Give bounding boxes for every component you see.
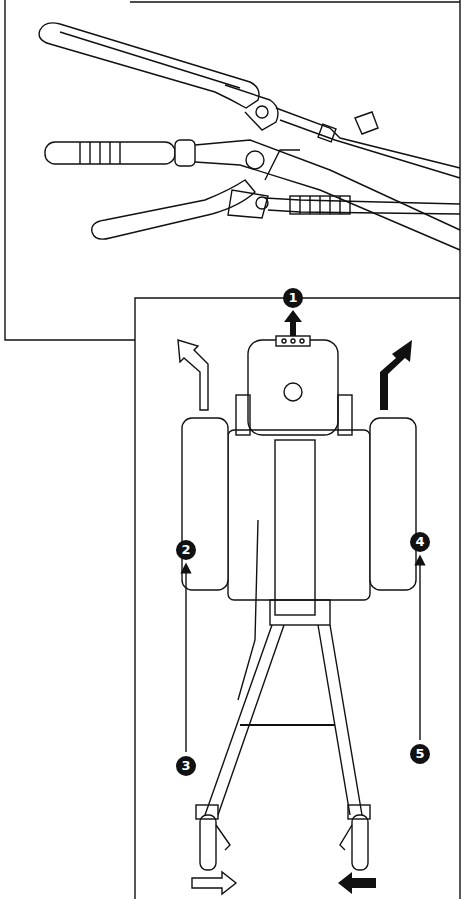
forward-arrow — [284, 310, 302, 336]
leader-arrow — [419, 560, 420, 740]
panel-frame — [130, 1, 460, 2]
push-arrow — [192, 872, 236, 894]
turn-right-arrow — [380, 340, 412, 410]
callout-number: 5 — [410, 744, 430, 764]
turn-left-arrow — [178, 340, 208, 410]
panel-frame — [134, 340, 135, 899]
panel-frame — [459, 0, 460, 899]
tractor-top-view — [182, 336, 416, 870]
callout-number: 4 — [410, 532, 430, 552]
handlebar — [39, 23, 460, 250]
pull-arrow — [338, 872, 376, 894]
callout-number: 3 — [176, 756, 196, 776]
callout-number: 2 — [176, 540, 196, 560]
callout-number: 1 — [283, 288, 303, 308]
left-wheel — [182, 418, 228, 590]
leader-arrow — [185, 568, 186, 752]
right-wheel — [370, 418, 416, 590]
